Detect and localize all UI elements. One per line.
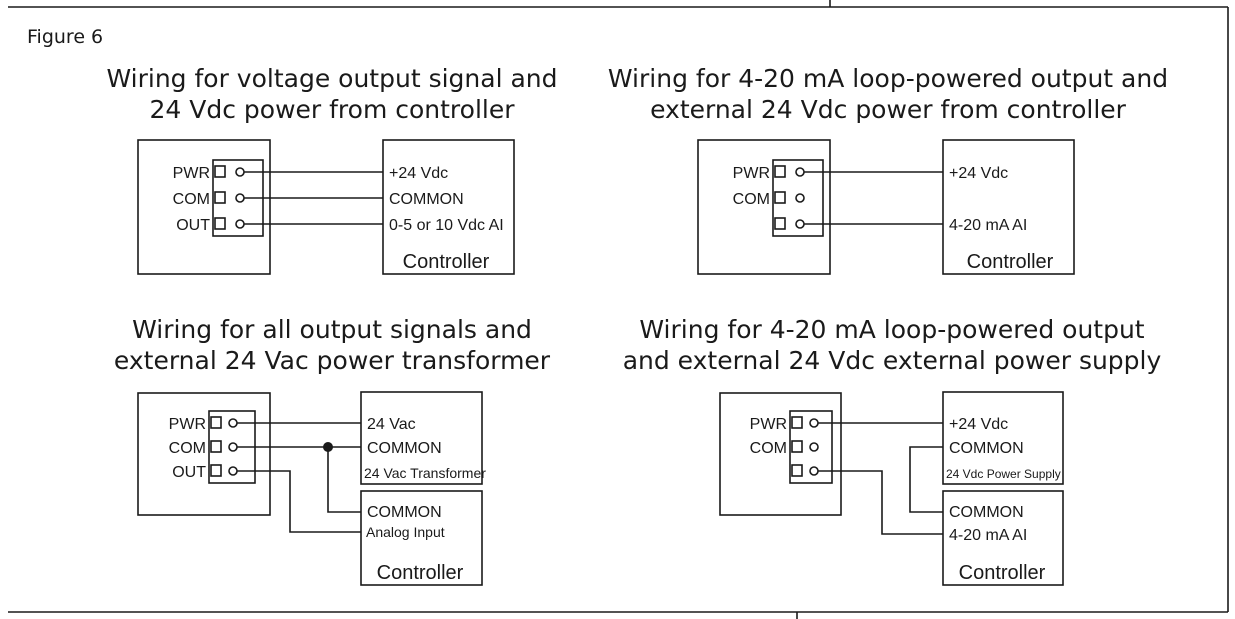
terminal-square-icon	[774, 217, 786, 230]
controller-terminal-label: +24 Vdc	[389, 165, 448, 182]
controller-terminal-label: COMMON	[389, 191, 464, 208]
power-supply-terminal-label: +24 Vdc	[949, 416, 1008, 433]
terminal-screw-icon	[809, 442, 819, 452]
terminal-label: OUT	[172, 464, 206, 481]
terminal-label: COM	[173, 191, 210, 208]
controller-terminal-label: 4-20 mA AI	[949, 217, 1027, 234]
power-supply-box	[942, 391, 1064, 485]
controller-name: Controller	[377, 562, 464, 584]
terminal-square-icon	[210, 416, 222, 429]
controller-box	[942, 139, 1075, 275]
wire	[237, 470, 362, 533]
controller-name: Controller	[959, 562, 1046, 584]
diagram-title-line: and external 24 Vdc external power suppl…	[623, 346, 1162, 375]
diagram-title-line: Wiring for voltage output signal and	[106, 64, 557, 93]
terminal-square-icon	[210, 440, 222, 453]
terminal-square-icon	[774, 165, 786, 178]
controller-terminal-label: COMMON	[367, 504, 442, 521]
transformer-box	[360, 391, 483, 485]
controller-box	[382, 139, 515, 275]
terminal-label: PWR	[750, 416, 787, 433]
terminal-square-icon	[791, 440, 803, 453]
diagram-title-line: Wiring for all output signals and	[132, 315, 532, 344]
terminal-label: COM	[750, 440, 787, 457]
terminal-label: OUT	[176, 217, 210, 234]
controller-terminal-label: 0-5 or 10 Vdc AI	[389, 217, 504, 234]
terminal-square-icon	[214, 191, 226, 204]
controller-terminal-label: Analog Input	[366, 524, 445, 540]
terminal-label: COM	[169, 440, 206, 457]
terminal-square-icon	[214, 165, 226, 178]
diagram-loop-powered-supply: Wiring for 4-20 mA loop-powered output a…	[623, 315, 1162, 586]
terminal-pwr: PWR	[733, 165, 805, 182]
figure-frame	[8, 0, 1229, 619]
terminal-square-icon	[791, 464, 803, 477]
controller-box	[360, 490, 483, 586]
terminal-square-icon	[210, 464, 222, 477]
terminal-out: OUT	[176, 217, 245, 234]
controller-terminal-label: +24 Vdc	[949, 165, 1008, 182]
diagram-title-line: Wiring for 4-20 mA loop-powered output	[639, 315, 1144, 344]
diagram-title-line: external 24 Vac power transformer	[114, 346, 551, 375]
terminal-label: COM	[733, 191, 770, 208]
terminal-square-icon	[214, 217, 226, 230]
terminal-com: COM	[733, 191, 805, 208]
terminal-square-icon	[774, 191, 786, 204]
transformer-name: 24 Vac Transformer	[364, 465, 486, 481]
controller-box	[942, 490, 1064, 586]
controller-name: Controller	[967, 251, 1054, 273]
transformer-terminal-label: 24 Vac	[367, 416, 416, 433]
terminal-label: PWR	[169, 416, 206, 433]
terminal-square-icon	[791, 416, 803, 429]
diagram-title-line: Wiring for 4-20 mA loop-powered output a…	[608, 64, 1168, 93]
controller-terminal-label: 4-20 mA AI	[949, 527, 1027, 544]
terminal-screw-icon	[795, 193, 805, 203]
terminal-pwr: PWR	[173, 165, 245, 182]
terminal-label: PWR	[173, 165, 210, 182]
controller-terminal-label: COMMON	[949, 504, 1024, 521]
wire	[818, 470, 944, 535]
figure-label: Figure 6	[27, 26, 103, 48]
wire	[909, 446, 944, 513]
terminal-label: PWR	[733, 165, 770, 182]
controller-name: Controller	[403, 251, 490, 273]
wire	[327, 447, 362, 513]
diagram-voltage-output: Wiring for voltage output signal and 24 …	[106, 64, 558, 275]
terminal-com: COM	[750, 440, 819, 457]
diagram-title-line: 24 Vdc power from controller	[149, 95, 515, 124]
power-supply-terminal-label: COMMON	[949, 440, 1024, 457]
diagram-loop-powered-controller: Wiring for 4-20 mA loop-powered output a…	[608, 64, 1168, 275]
diagram-vac-transformer: Wiring for all output signals and extern…	[114, 315, 551, 586]
diagram-title-line: external 24 Vdc power from controller	[650, 95, 1127, 124]
power-supply-name: 24 Vdc Power Supply	[946, 467, 1061, 481]
transformer-terminal-label: COMMON	[367, 440, 442, 457]
